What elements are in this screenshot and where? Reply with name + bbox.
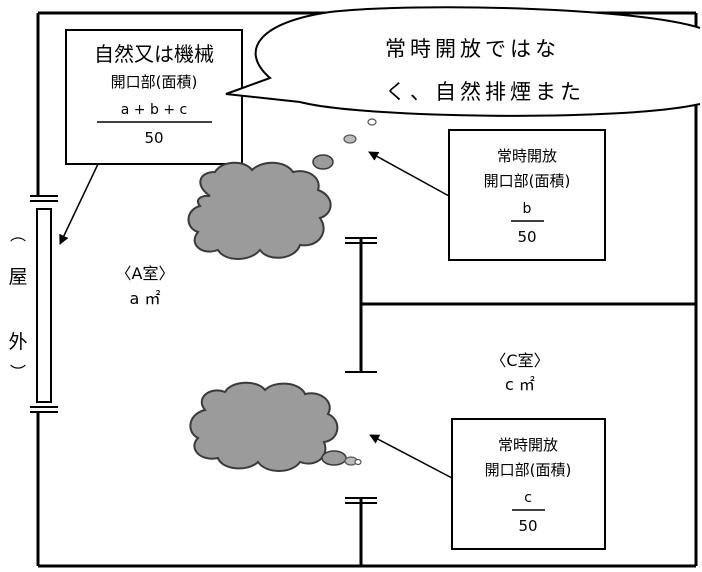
- speech-bubble-line2: く、自然排煙また: [385, 80, 585, 104]
- main-box-numerator: a + b + c: [121, 102, 187, 118]
- main-opening-box: 自然又は機械 開口部(面積) a + b + c 50: [65, 29, 243, 165]
- box-b-line1: 常時開放: [497, 147, 557, 165]
- arrow-main-to-opening: [59, 163, 99, 245]
- opening-box-c: 常時開放 開口部(面積) c 50: [451, 418, 606, 550]
- smoke-dot: [343, 134, 357, 144]
- box-b-line2: 開口部(面積): [484, 172, 571, 190]
- exterior-opening: [30, 195, 58, 413]
- outdoor-char-2: 外: [8, 331, 27, 353]
- smoke-trail-top: [312, 118, 377, 170]
- box-b-frame: [448, 129, 606, 261]
- box-c-line2: 開口部(面積): [485, 461, 572, 479]
- speech-bubble: 常時開放ではな く、自然排煙また: [225, 6, 701, 117]
- opening-box-b: 常時開放 開口部(面積) b 50: [448, 129, 606, 261]
- smoke-cloud-room-a: [187, 161, 332, 260]
- smoke-dot: [367, 118, 377, 126]
- outdoor-paren-top: ︵: [10, 225, 26, 244]
- smoke-trail-lower: [321, 450, 362, 466]
- smoke-dot: [354, 458, 362, 466]
- box-c-numerator: c: [524, 490, 532, 506]
- main-box-subtitle: 開口部(面積): [111, 73, 198, 91]
- box-b-numerator: b: [523, 201, 532, 217]
- speech-bubble-line1: 常時開放ではな: [385, 37, 560, 61]
- box-b-denominator: 50: [517, 228, 536, 246]
- main-box-frame: [65, 29, 243, 165]
- smoke-dot: [312, 154, 334, 170]
- box-c-line1: 常時開放: [498, 436, 558, 454]
- box-c-frame: [451, 418, 606, 550]
- room-c-name: 〈C室〉: [490, 351, 549, 370]
- outdoor-char-1: 屋: [8, 266, 27, 288]
- outdoor-label: ︵ 屋 外 ︶: [8, 225, 27, 382]
- main-box-title: 自然又は機械: [94, 42, 214, 66]
- smoke-dot: [321, 450, 347, 466]
- opening-frame: [36, 208, 52, 403]
- box-c-denominator: 50: [518, 517, 537, 535]
- arrow-box-b-to-smoke: [368, 151, 450, 197]
- room-c-area: c ㎡: [505, 375, 535, 394]
- smoke-cloud-lower: [189, 381, 339, 472]
- outdoor-paren-bottom: ︶: [10, 363, 26, 382]
- speech-bubble-shape: [225, 6, 701, 117]
- arrow-box-c-to-smoke: [369, 434, 453, 479]
- room-a-name: 〈A室〉: [116, 264, 175, 283]
- main-box-denominator: 50: [144, 129, 163, 147]
- room-a-area: a ㎡: [130, 289, 161, 308]
